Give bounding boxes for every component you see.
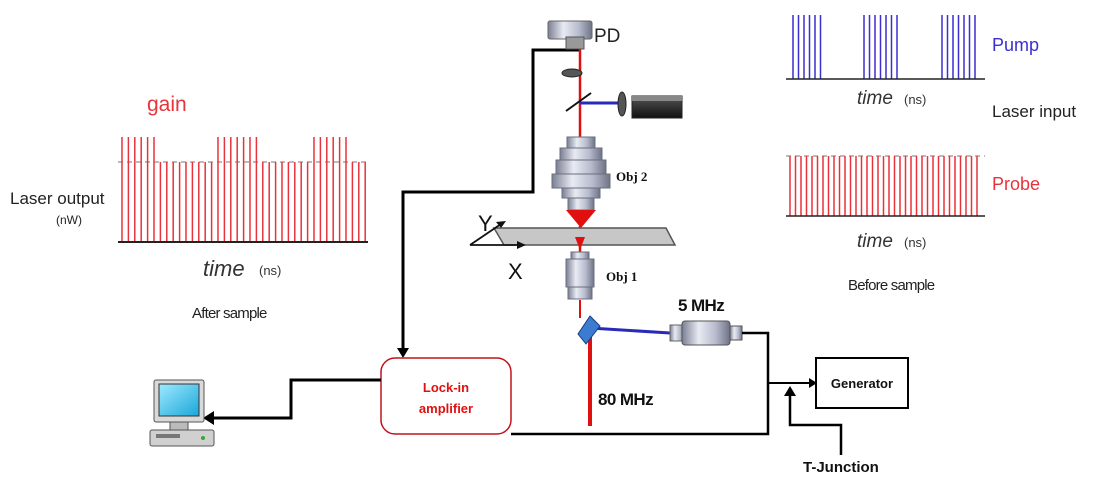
pump-pulse-train <box>792 15 976 79</box>
generator-box <box>815 357 909 409</box>
probe-label: Probe <box>992 174 1040 194</box>
freq-80mhz-label: 80 MHz <box>598 390 653 409</box>
lockin-label-line2: amplifier <box>419 401 473 416</box>
dichroic-mirror-icon <box>565 92 592 112</box>
axis-x-label: X <box>508 259 523 284</box>
gain-label: gain <box>147 93 187 116</box>
pump-label: Pump <box>992 35 1039 55</box>
modulator-to-generator-wire <box>511 331 770 436</box>
after-sample-caption: After sample <box>192 305 267 322</box>
wire-arrowhead-computer <box>203 411 214 425</box>
before-sample-plots: Pump time (ns) Laser input Probe time (n… <box>786 15 1076 294</box>
tjunction-arrowhead <box>784 386 796 396</box>
photodiode-icon <box>547 20 593 50</box>
axis-y-label: Y <box>478 211 493 236</box>
wire-arrowhead-lockin <box>397 348 409 358</box>
objective-lens-icon <box>565 251 595 300</box>
after-sample-plot: gain time (ns) Laser output (nW) After s… <box>10 93 368 322</box>
laser-source-icon <box>631 95 683 119</box>
tjunction-pointer <box>788 392 843 455</box>
modulator-icon <box>669 320 743 346</box>
pd-label: PD <box>594 26 620 47</box>
computer-icon <box>149 379 215 447</box>
pd-to-lockin-wire <box>401 48 580 353</box>
filter-icon <box>561 68 583 78</box>
tjunction-label: T-Junction <box>803 459 879 476</box>
laser-output-unit: (nW) <box>56 213 82 227</box>
obj1-label: Obj 1 <box>606 269 637 284</box>
after-sample-pulse-train <box>121 137 366 242</box>
time-axis-label-probe: time <box>857 231 893 252</box>
sample-stage <box>492 227 677 246</box>
wire-arrowhead-generator <box>809 378 817 388</box>
beamsplitter-icon <box>577 315 601 345</box>
time-unit-after: (ns) <box>259 263 281 278</box>
before-sample-caption: Before sample <box>848 277 935 294</box>
optical-setup: PD Obj 2 Y <box>149 20 909 476</box>
time-axis-label-pump: time <box>857 88 893 109</box>
laser-output-label: Laser output <box>10 189 105 208</box>
lockin-to-computer-wire <box>212 378 381 420</box>
freq-5mhz-label: 5 MHz <box>678 296 724 315</box>
lens-icon <box>617 91 627 117</box>
xy-axis-indicator <box>469 221 526 249</box>
blue-beam-lower <box>589 326 671 335</box>
objective-lens-icon <box>551 136 611 228</box>
laser-input-label: Laser input <box>992 102 1076 121</box>
time-unit-pump: (ns) <box>904 92 926 107</box>
time-unit-probe: (ns) <box>904 235 926 250</box>
lockin-label-line1: Lock-in <box>423 380 469 395</box>
lockin-amplifier-box <box>380 357 512 435</box>
time-axis-label-after: time <box>203 256 245 281</box>
probe-pulse-train <box>789 156 978 216</box>
obj2-label: Obj 2 <box>616 169 647 184</box>
focus-cone-lower <box>575 237 585 250</box>
generator-label: Generator <box>831 376 893 391</box>
